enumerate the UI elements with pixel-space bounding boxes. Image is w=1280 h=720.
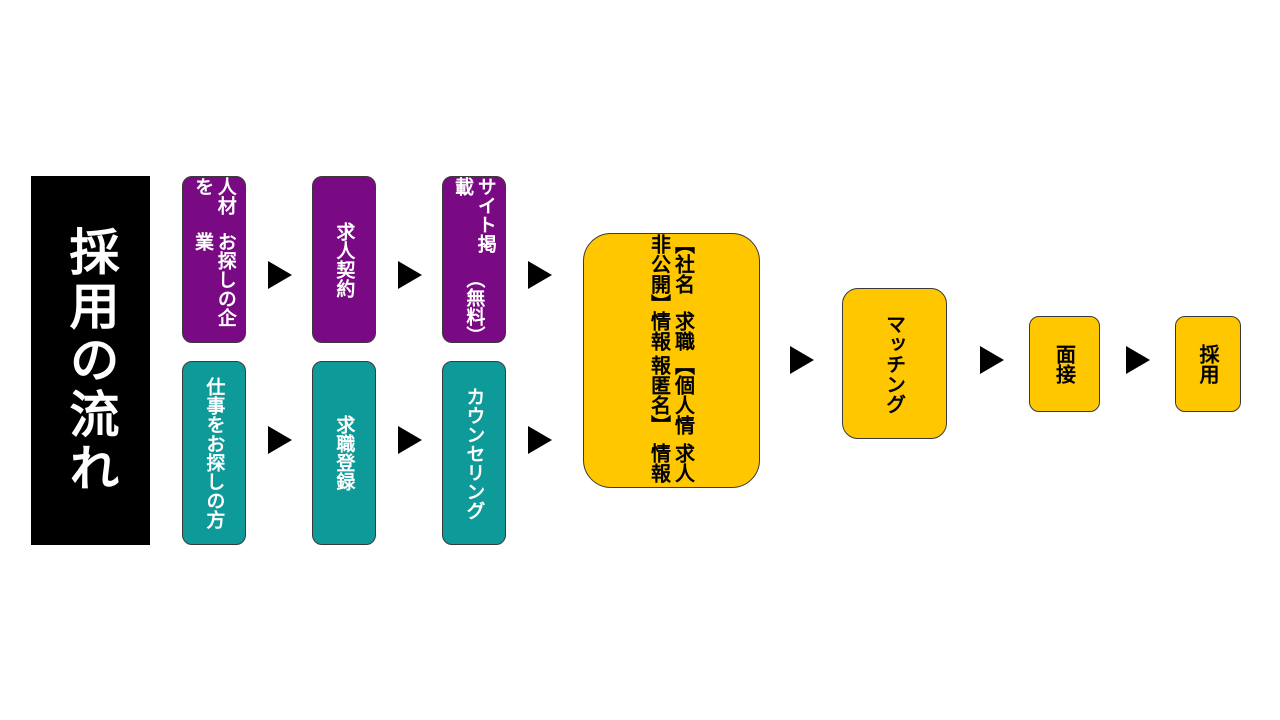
step-site-listing-line2: （無料）: [463, 268, 486, 345]
info-line-4: 求人情報: [647, 443, 696, 483]
arrow-right-icon: [528, 426, 552, 454]
step-matching: マッチング: [842, 288, 947, 439]
step-job-contract-label: 求人契約: [333, 221, 356, 298]
step-counseling: カウンセリング: [442, 361, 506, 545]
step-job-registration: 求職登録: [312, 361, 376, 545]
step-company-seeking-line2: お探しの企業: [192, 232, 237, 327]
page-title: 採用の流れ: [31, 176, 150, 545]
step-job-contract: 求人契約: [312, 176, 376, 343]
arrow-right-icon: [398, 261, 422, 289]
info-line-1: 【社名非公開】: [647, 234, 696, 314]
step-company-seeking: 人材を お探しの企業: [182, 176, 246, 343]
info-line-2: 求職情報: [647, 311, 696, 351]
step-site-listing-line1: サイト掲載: [452, 177, 497, 253]
arrow-right-icon: [1126, 346, 1150, 374]
step-hire: 採用: [1175, 316, 1241, 412]
step-jobseeker: 仕事を お探しの方: [182, 361, 246, 545]
step-jobseeker-line1: 仕事を: [203, 377, 226, 434]
step-interview: 面接: [1029, 316, 1100, 412]
arrow-right-icon: [980, 346, 1004, 374]
step-job-registration-label: 求職登録: [333, 415, 356, 491]
arrow-right-icon: [528, 261, 552, 289]
step-site-listing: サイト掲載 （無料）: [442, 176, 506, 345]
arrow-right-icon: [268, 426, 292, 454]
step-hire-label: 採用: [1196, 344, 1220, 384]
step-counseling-label: カウンセリング: [463, 386, 486, 520]
step-interview-label: 面接: [1052, 344, 1077, 384]
step-company-seeking-line1: 人材を: [192, 177, 237, 215]
info-box: 【社名非公開】 求職情報 【個人情報匿名】 求人情報: [583, 233, 760, 488]
arrow-right-icon: [790, 346, 814, 374]
step-jobseeker-line2: お探しの方: [203, 434, 226, 529]
step-matching-label: マッチング: [882, 313, 907, 414]
arrow-right-icon: [398, 426, 422, 454]
arrow-right-icon: [268, 261, 292, 289]
info-line-3: 【個人情報匿名】: [647, 355, 696, 435]
